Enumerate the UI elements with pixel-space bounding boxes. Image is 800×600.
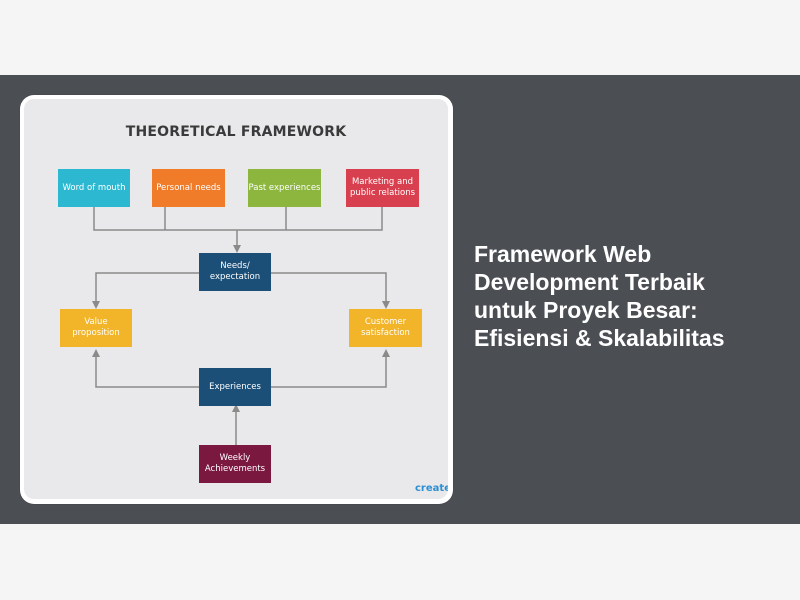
arrow-experiences-to-satisfaction [270,349,390,388]
node-needs-expectation: Needs/ expectation [199,253,271,291]
article-heading: Framework Web Development Terbaik untuk … [474,240,774,352]
node-line: public relations [349,188,416,198]
article-image-card: THEORETICAL FRAMEWORK Word of mouth Pers… [20,95,453,504]
node-line: Word of mouth [62,182,126,193]
node-line: Experiences [209,381,261,392]
node-customer-satisfaction: Customer satisfaction [349,309,422,347]
node-line: expectation [209,272,261,282]
node-value-proposition: Value proposition [60,309,132,347]
diagram-title: THEORETICAL FRAMEWORK [125,124,347,140]
node-past-experiences: Past experiences [248,169,321,207]
node-line: Customer [364,317,407,327]
arrow-to-customer-satisfaction [270,272,390,309]
node-line: Value [84,317,108,327]
arrow-to-value-proposition [92,272,199,309]
heading-line: Development Terbaik [474,269,705,295]
node-line: Past experiences [248,182,321,193]
node-line: Needs/ [220,261,250,271]
connector-word-of-mouth [93,207,237,231]
heading-line: Efisiensi & Skalabilitas [474,325,725,351]
node-line: Marketing and [351,177,414,187]
connector-marketing [237,207,383,231]
heading-line: Framework Web [474,241,652,267]
node-line: proposition [72,328,120,338]
node-line: satisfaction [361,328,410,338]
node-line: Personal needs [156,182,221,193]
connector-lines [92,207,390,445]
arrow-experiences-to-value [92,349,199,388]
node-personal-needs: Personal needs [152,169,225,207]
heading-line: untuk Proyek Besar: [474,297,698,323]
node-experiences: Experiences [199,368,271,406]
node-marketing-public-relations: Marketing and public relations [346,169,419,207]
creately-logo: creately [415,483,448,494]
node-line: Achievements [204,464,266,474]
framework-diagram: THEORETICAL FRAMEWORK Word of mouth Pers… [24,99,448,499]
node-weekly-achievements: Weekly Achievements [199,445,271,483]
node-word-of-mouth: Word of mouth [58,169,130,207]
node-line: Weekly [219,453,251,463]
